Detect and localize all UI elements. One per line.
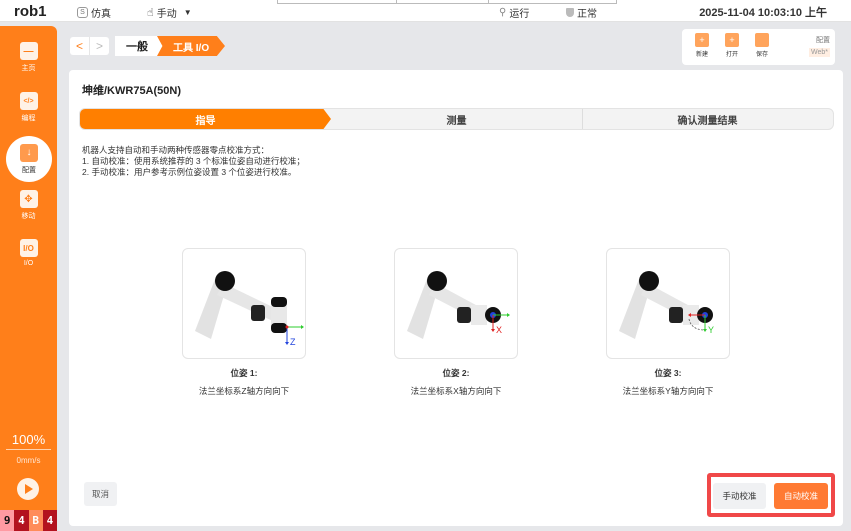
config-label: 配置 [816,37,830,44]
pose-image: Y [606,248,730,359]
forward-button[interactable]: > [95,39,103,53]
run-status: ⚲ 运行 [499,5,529,20]
top-bar: rob1 S 仿真 ☝ 手动 ▼ ⚲ 运行 正常 2025-11-04 10:0… [0,0,851,22]
home-icon: — [19,42,38,60]
cancel-button[interactable]: 取消 [84,482,117,506]
manual-calibration-button[interactable]: 手动校准 [713,483,766,509]
svg-text:X: X [496,325,502,335]
pose-description: 法兰坐标系Z轴方向向下 [198,386,290,396]
instructions: 机器人支持自动和手动两种传感器零点校准方式： 1. 自动校准：使用系统推荐的 3… [82,145,305,178]
pose-description: 法兰坐标系Y轴方向向下 [622,386,714,396]
pose-title: 位姿 3: [654,368,682,378]
pose-image: X [394,248,518,359]
play-button[interactable] [17,478,39,500]
sidebar-item-label: 移动 [21,213,36,220]
status-codes: 9 4 B 4 [0,510,57,531]
instruction-line: 机器人支持自动和手动两种传感器零点校准方式： [82,145,270,155]
new-file-icon: + [695,33,709,47]
safety-status-label: 正常 [577,9,597,20]
sidebar-item-label: 配置 [22,166,36,174]
datetime: 2025-11-04 10:03:10 上午 [699,7,827,19]
step-guide[interactable]: 指导 [80,109,331,129]
sidebar-item-home[interactable]: — 主页 [0,42,57,73]
robot-arm-icon: Y [619,271,714,339]
auto-calibration-button[interactable]: 自动校准 [774,483,828,509]
hand-icon: ☝ [147,7,154,19]
open-button[interactable]: + 打开 [720,33,744,58]
shield-icon [566,8,574,17]
manual-mode-dropdown[interactable]: ☝ 手动 ▼ [147,5,192,20]
config-icon: ↓ [20,143,38,162]
save-label: 保存 [755,52,768,58]
instruction-line: 1. 自动校准：使用系统推荐的 3 个标准位姿自动进行校准； [82,156,305,166]
folder-icon: + [725,33,739,47]
pose-title: 位姿 2: [442,368,470,378]
instruction-line: 2. 手动校准：用户参考示例位姿设置 3 个位姿进行校准。 [82,167,297,177]
simulation-icon: S [77,7,88,18]
calibration-card: 坤维/KWR75A(50N) 指导 测量 确认测量结果 机器人支持自动和手动两种… [69,70,843,526]
history-nav: < > [70,37,109,55]
io-icon: I/O [19,239,38,257]
sidebar-item-label: I/O [23,260,34,267]
robot-arm-icon: X [407,271,510,339]
open-label: 打开 [725,52,738,58]
config-indicator: 配置 Web* [809,35,830,57]
code-icon: </> [19,92,38,110]
pose-card-2: X 位姿 2: 法兰坐标系X轴方向向下 [394,248,518,397]
speed-value: 0mm/s [16,456,41,465]
simulation-label: 仿真 [91,9,111,20]
new-label: 新建 [695,52,708,58]
sidebar: — 主页 </> 编程 ↓ 配置 ✥ 移动 I/O I/O 100% 0mm/s… [0,26,57,531]
highlight-box [707,473,835,517]
svg-text:Y: Y [708,325,714,335]
robot-name: rob1 [14,3,47,20]
sidebar-item-config[interactable]: ↓ 配置 [6,136,52,182]
sidebar-item-move[interactable]: ✥ 移动 [0,190,57,221]
sidebar-item-io[interactable]: I/O I/O [0,239,57,267]
step-measure[interactable]: 测量 [446,115,467,127]
speed-percent[interactable]: 100% [6,432,51,450]
sidebar-item-label: 编程 [21,115,36,122]
wizard-steps: 指导 测量 确认测量结果 [79,108,834,130]
tab-outline [277,0,617,4]
save-icon [755,33,769,47]
manual-mode-label: 手动 [156,9,177,20]
back-button[interactable]: < [70,37,90,55]
safety-status: 正常 [566,5,597,20]
status-code: 4 [42,510,57,531]
status-code: 4 [14,510,29,531]
step-confirm[interactable]: 确认测量结果 [582,109,833,129]
simulation-mode[interactable]: S 仿真 [77,5,111,20]
sidebar-item-label: 主页 [21,65,36,72]
sensor-title: 坤维/KWR75A(50N) [82,85,182,97]
pose-title: 位姿 1: [230,368,258,378]
caret-down-icon: ▼ [183,8,192,17]
save-button[interactable]: 保存 [750,33,774,58]
new-button[interactable]: + 新建 [690,33,714,58]
robot-arm-icon: Z [195,271,304,347]
status-code: 9 [0,510,15,531]
file-toolbar: + 新建 + 打开 保存 配置 Web* [682,29,835,65]
run-status-label: 运行 [509,9,530,20]
config-name: Web* [809,48,830,57]
speed-panel[interactable]: 100% 0mm/s [0,432,57,465]
run-icon: ⚲ [499,7,507,18]
pose-image: Z [182,248,306,359]
move-icon: ✥ [19,190,38,208]
pose-description: 法兰坐标系X轴方向向下 [410,386,502,396]
breadcrumb-tool-io[interactable]: 工具 I/O [157,36,225,56]
pose-card-1: Z 位姿 1: 法兰坐标系Z轴方向向下 [182,248,306,397]
status-code: B [28,510,43,531]
svg-text:Z: Z [290,337,296,347]
sidebar-item-program[interactable]: </> 编程 [0,92,57,123]
pose-card-3: Y 位姿 3: 法兰坐标系Y轴方向向下 [606,248,730,397]
